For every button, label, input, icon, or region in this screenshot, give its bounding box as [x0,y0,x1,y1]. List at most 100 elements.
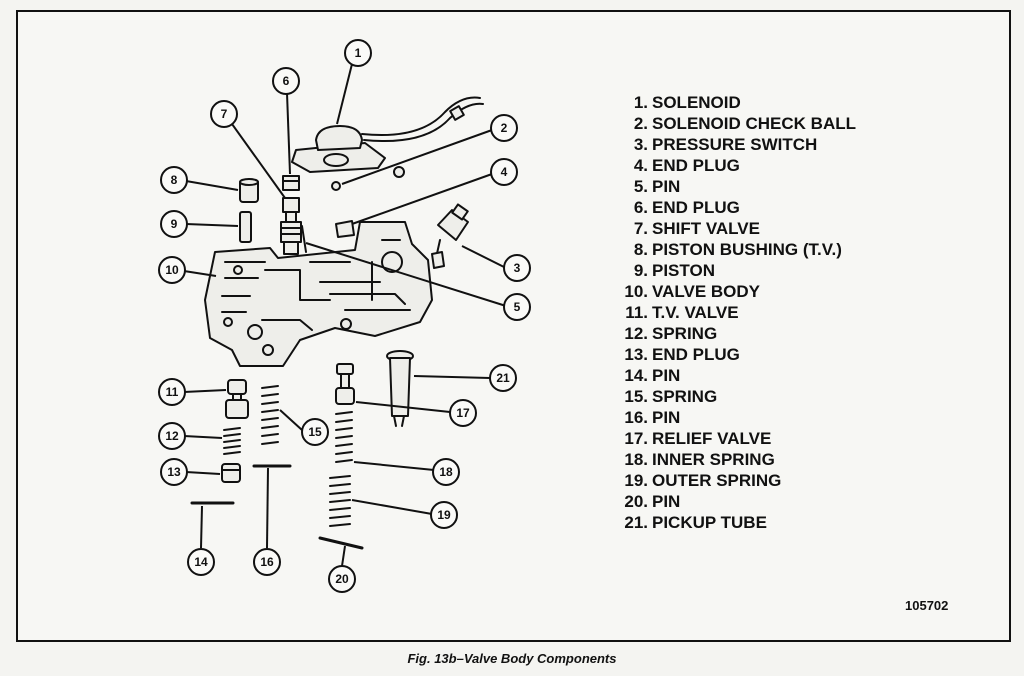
legend-item: 5.PIN [610,176,856,197]
part-pin-20 [318,536,364,550]
callout-13: 13 [160,458,188,486]
legend-number: 1. [633,93,648,112]
legend-number: 14. [624,366,648,385]
legend-label: END PLUG [652,198,740,217]
callout-label: 14 [194,555,208,569]
legend-item: 7.SHIFT VALVE [610,218,856,239]
legend-label: PISTON BUSHING (T.V.) [652,240,842,259]
callout-1: 1 [344,39,372,67]
callout-label: 10 [165,263,179,277]
callout-6: 6 [272,67,300,95]
part-pressure-switch [431,203,469,269]
legend-number: 17. [624,429,648,448]
legend-number: 2. [633,114,648,133]
legend-item: 16.PIN [610,407,856,428]
callout-11: 11 [158,378,186,406]
legend-number: 20. [624,492,648,511]
legend-item: 19.OUTER SPRING [610,470,856,491]
legend-item: 13.END PLUG [610,344,856,365]
part-piston-bushing [239,178,259,203]
legend-label: PISTON [652,261,715,280]
legend-number: 16. [624,408,648,427]
legend-number: 6. [633,198,648,217]
part-outer-spring [329,475,351,527]
callout-label: 21 [496,371,510,385]
legend-item: 9.PISTON [610,260,856,281]
part-valve-body [204,221,433,367]
callout-12: 12 [158,422,186,450]
callout-label: 3 [514,261,521,275]
legend-number: 8. [633,240,648,259]
callouts: 1 2 3 4 5 6 7 8 9 10 11 12 13 14 15 16 1… [158,39,531,593]
part-pickup-tube [386,350,414,427]
leader-lines [183,63,507,567]
figure-id: 105702 [905,598,949,613]
legend-label: VALVE BODY [652,282,760,301]
callout-label: 20 [335,572,349,586]
part-shift-valve [280,197,307,255]
legend-label: T.V. VALVE [652,303,739,322]
callout-label: 11 [166,385,179,399]
legend-label: PRESSURE SWITCH [652,135,818,154]
figure-caption: Fig. 13b–Valve Body Components [407,651,617,666]
legend-number: 9. [633,261,648,280]
callout-label: 2 [501,121,508,135]
callout-8: 8 [160,166,188,194]
callout-label: 13 [167,465,181,479]
legend-item: 17.RELIEF VALVE [610,428,856,449]
callout-9: 9 [160,210,188,238]
callout-21: 21 [489,364,517,392]
legend-item: 14.PIN [610,365,856,386]
legend-label: END PLUG [652,156,740,175]
callout-label: 19 [437,508,451,522]
legend-number: 11. [625,303,648,322]
part-solenoid [291,96,484,178]
part-relief-valve [335,363,355,405]
legend-number: 21. [624,513,648,532]
legend-item: 20.PIN [610,491,856,512]
callout-15: 15 [301,418,329,446]
legend-label: SHIFT VALVE [652,219,760,238]
part-spring-12 [223,427,241,455]
part-inner-spring [335,411,353,463]
legend-label: SPRING [652,324,718,343]
legend-number: 18. [624,450,648,469]
callout-4: 4 [490,158,518,186]
callout-7: 7 [210,100,238,128]
callout-16: 16 [253,548,281,576]
legend-label: INNER SPRING [652,450,775,469]
callout-2: 2 [490,114,518,142]
part-tv-valve [225,379,249,419]
figure-frame [16,10,1011,642]
legend-item: 6.END PLUG [610,197,856,218]
callout-10: 10 [158,256,186,284]
legend-number: 13. [624,345,648,364]
callout-label: 1 [355,46,362,60]
legend-item: 21.PICKUP TUBE [610,512,856,533]
callout-label: 18 [439,465,453,479]
legend-item: 4.END PLUG [610,155,856,176]
legend-label: RELIEF VALVE [652,429,772,448]
legend-item: 3.PRESSURE SWITCH [610,134,856,155]
legend-label: PICKUP TUBE [652,513,767,532]
part-end-plug-4 [335,220,355,238]
legend-item: 12.SPRING [610,323,856,344]
callout-label: 9 [171,217,178,231]
legend-number: 3. [633,135,648,154]
legend-number: 7. [633,219,648,238]
parts-legend: 1.SOLENOID 2.SOLENOID CHECK BALL 3.PRESS… [610,92,856,533]
legend-item: 10.VALVE BODY [610,281,856,302]
legend-label: SPRING [652,387,718,406]
callout-17: 17 [449,399,477,427]
callout-label: 12 [165,429,179,443]
legend-number: 19. [624,471,648,490]
legend-label: PIN [652,408,681,427]
legend-item: 2.SOLENOID CHECK BALL [610,113,856,134]
callout-14: 14 [187,548,215,576]
legend-item: 15.SPRING [610,386,856,407]
legend-number: 4. [633,156,648,175]
callout-label: 7 [221,107,228,121]
legend-label: SOLENOID [652,93,741,112]
legend-number: 12. [624,324,648,343]
